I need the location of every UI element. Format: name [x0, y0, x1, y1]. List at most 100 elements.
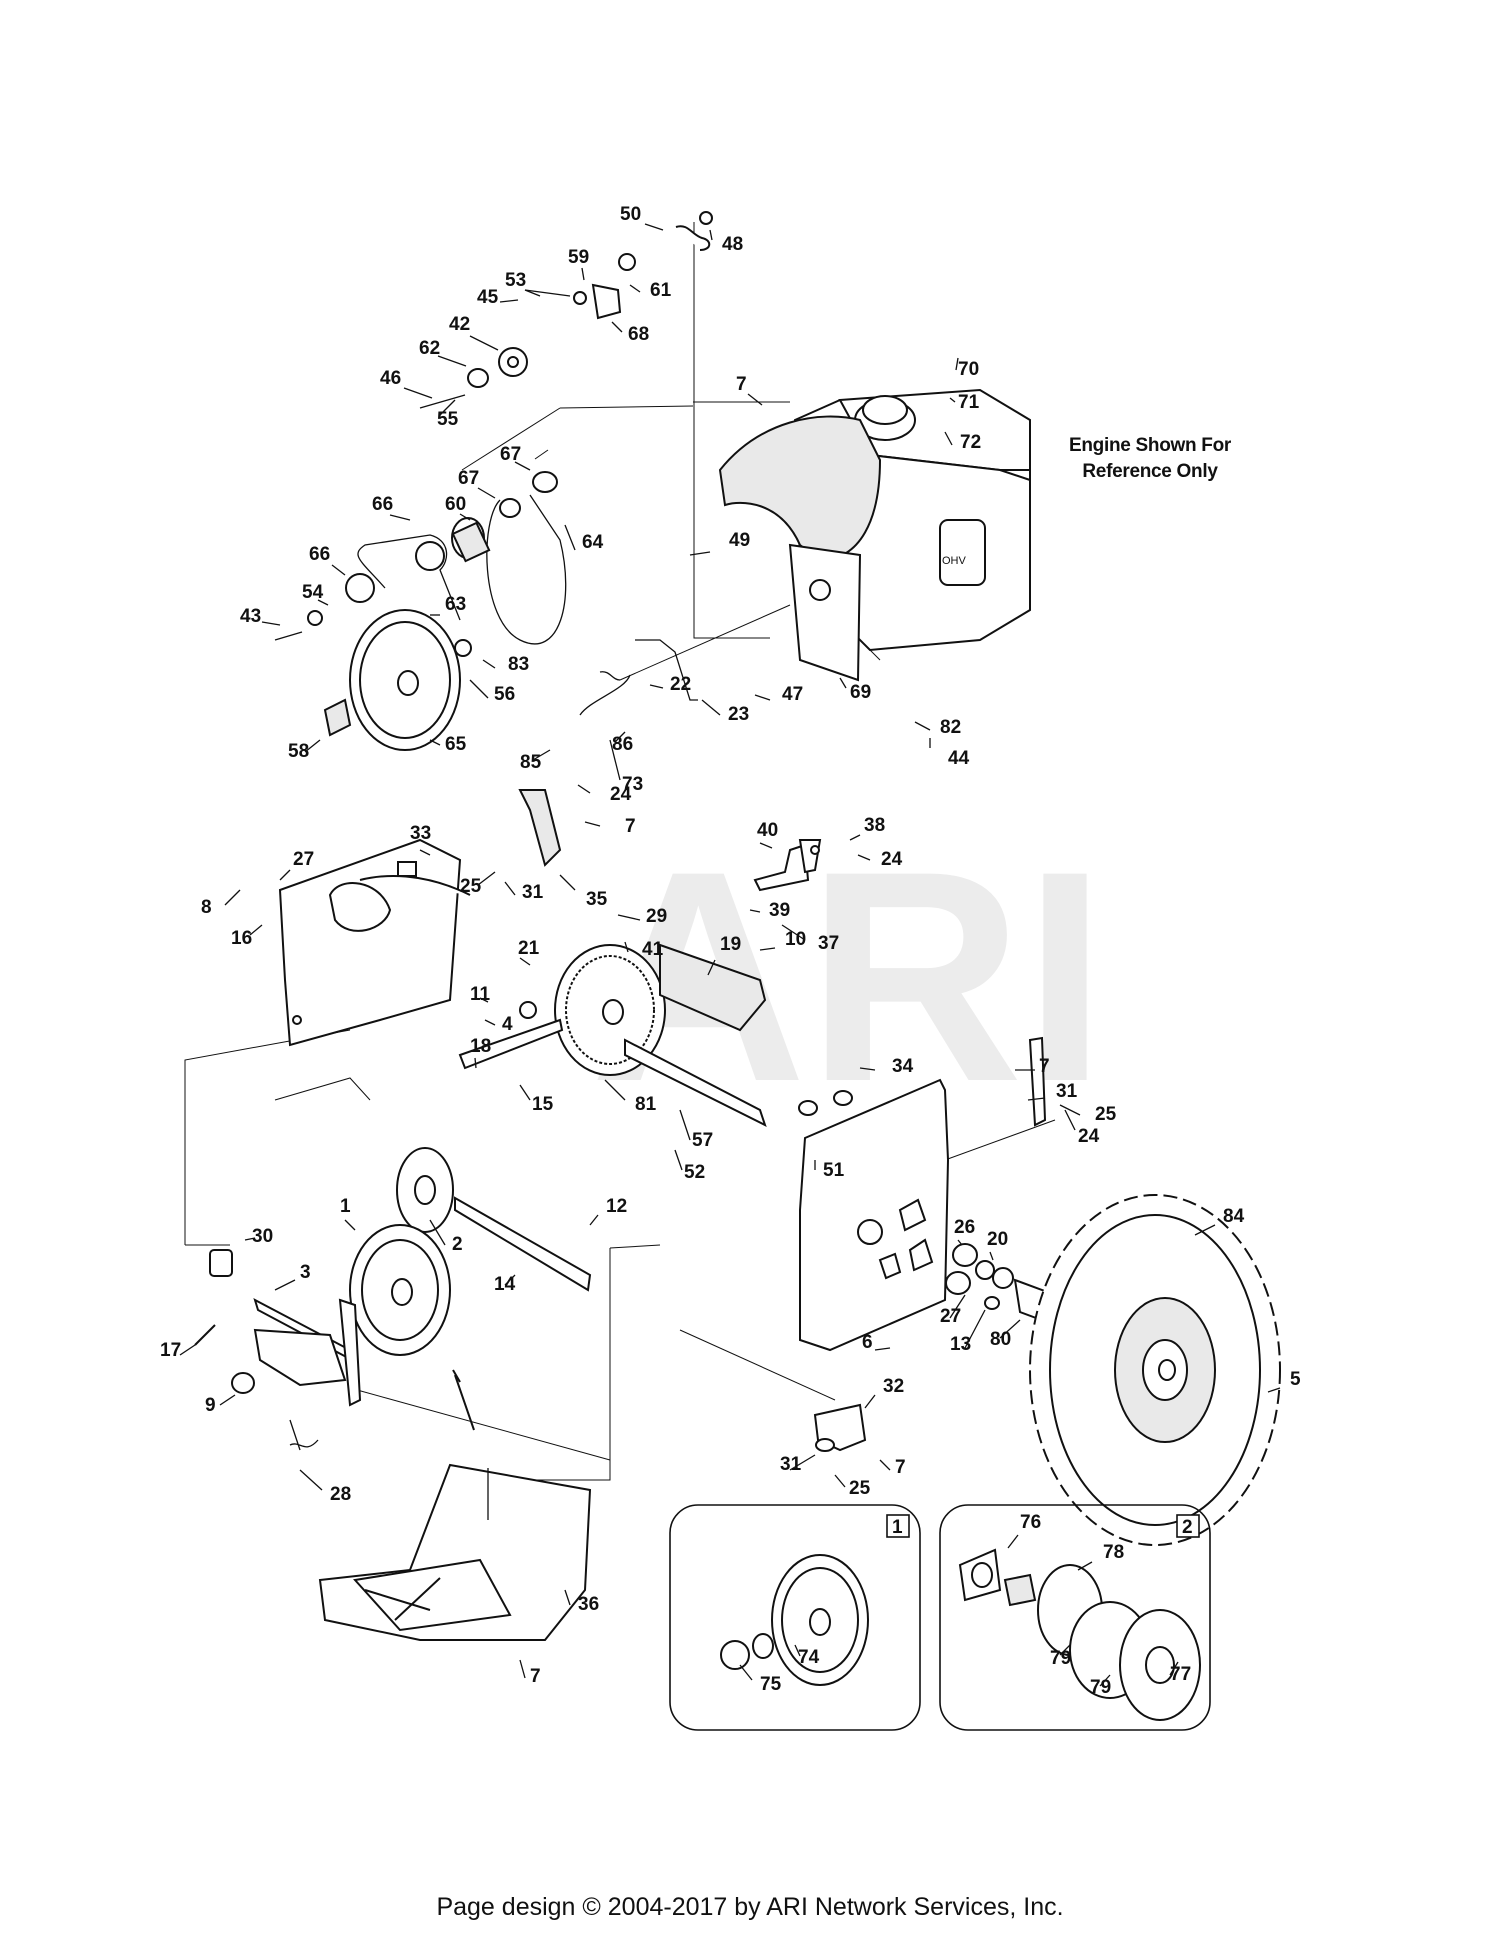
tire-wheel [1029, 1194, 1281, 1546]
callout-label-60: 60 [445, 494, 466, 515]
callout-label-71: 71 [958, 392, 980, 413]
callout-label-33: 33 [410, 823, 431, 844]
callout-leader [469, 335, 499, 351]
callout-leader [484, 1019, 496, 1026]
callout-leader [914, 721, 931, 731]
callout-label-65: 65 [445, 734, 467, 755]
engine-plate [788, 543, 862, 682]
inset-1: 1 [669, 1504, 921, 1731]
callout-leader [469, 679, 489, 699]
linkage [579, 639, 698, 716]
callout-label-76: 76 [1020, 1512, 1041, 1533]
callout-label-13: 13 [950, 1334, 971, 1355]
callout-label-23: 23 [728, 704, 749, 725]
callout-label-19: 19 [720, 934, 741, 955]
callout-leader [614, 731, 626, 743]
callout-leader [874, 1347, 891, 1351]
callout-leader [344, 1219, 356, 1231]
callout-leader [964, 1309, 986, 1349]
callout-leader [299, 1469, 323, 1491]
callout-label-86: 86 [612, 734, 633, 755]
callout-leader [789, 1454, 816, 1471]
callout-label-4: 4 [502, 1014, 513, 1035]
callout-label-82: 82 [940, 717, 961, 738]
callout-leader [274, 1279, 296, 1291]
callout-leader [559, 874, 576, 891]
callout-label-2: 2 [452, 1234, 463, 1255]
callout-leader [617, 914, 641, 921]
callout-label-78: 78 [1103, 1542, 1124, 1563]
callout-label-73: 73 [622, 774, 643, 795]
callout-leader [864, 1394, 876, 1409]
callout-leader [839, 677, 847, 689]
callout-leader [474, 1057, 477, 1069]
callout-label-75: 75 [760, 1674, 782, 1695]
callout-label-29: 29 [646, 906, 667, 927]
callout-label-11: 11 [470, 984, 491, 1005]
callout-label-28: 28 [330, 1484, 351, 1505]
callout-label-10: 10 [785, 929, 806, 950]
gear-shaft [458, 943, 767, 1127]
callout-leader [589, 1214, 599, 1226]
callout-leader [989, 1251, 994, 1261]
belt-cover [718, 415, 882, 562]
callout-label-3: 3 [300, 1262, 311, 1283]
callout-label-7: 7 [530, 1666, 541, 1687]
callout-leader [679, 1109, 691, 1141]
callout-leader [514, 461, 531, 471]
callout-leader [747, 393, 763, 406]
callout-leader [1027, 1097, 1046, 1101]
callout-label-69: 69 [850, 682, 871, 703]
callout-leader [1169, 1661, 1179, 1676]
callout-label-43: 43 [240, 606, 261, 627]
callout-label-53: 53 [505, 270, 526, 291]
callout-label-7: 7 [1039, 1056, 1050, 1077]
callout-label-24: 24 [1078, 1126, 1100, 1147]
callout-leader [1064, 1109, 1076, 1131]
callout-leader [1077, 1561, 1093, 1571]
callout-leader [564, 1589, 571, 1606]
callout-label-62: 62 [419, 338, 440, 359]
callout-leader [519, 1659, 526, 1679]
callout-leader [519, 957, 531, 966]
callout-label-45: 45 [477, 287, 499, 308]
callout-leader [429, 1219, 446, 1246]
callout-label-25: 25 [849, 1478, 871, 1499]
callout-leader [689, 551, 711, 556]
callout-label-7: 7 [625, 816, 636, 837]
callout-label-84: 84 [1223, 1206, 1245, 1227]
callout-leader [524, 289, 541, 297]
callout-label-32: 32 [883, 1376, 904, 1397]
callout-label-37: 37 [818, 933, 839, 954]
callout-label-47: 47 [782, 684, 803, 705]
callout-leader [707, 959, 716, 976]
callout-label-48: 48 [722, 234, 743, 255]
callout-label-44: 44 [948, 748, 970, 769]
callout-leader [709, 229, 713, 241]
callout-leader [857, 854, 871, 861]
engine-note-line1: Engine Shown For [1069, 435, 1231, 456]
callout-leader [479, 997, 489, 1003]
callout-label-63: 63 [445, 594, 466, 615]
callout-label-18: 18 [470, 1036, 491, 1057]
callout-leader [261, 621, 281, 626]
callout-label-20: 20 [987, 1229, 1008, 1250]
callout-leader [224, 889, 241, 906]
callout-leader [955, 357, 959, 371]
callout-label-38: 38 [864, 815, 885, 836]
callout-label-5: 5 [1290, 1369, 1301, 1390]
callout-leader [859, 1067, 876, 1071]
callout-leader [577, 784, 591, 794]
callout-label-31: 31 [1056, 1081, 1078, 1102]
callout-label-51: 51 [823, 1160, 845, 1181]
callout-label-34: 34 [892, 1056, 914, 1077]
callout-label-30: 30 [252, 1226, 273, 1247]
callout-label-17: 17 [160, 1340, 181, 1361]
callout-leader [949, 397, 956, 403]
callout-label-54: 54 [302, 582, 324, 603]
callout-label-77: 77 [1170, 1664, 1191, 1685]
copyright-footer: Page design © 2004-2017 by ARI Network S… [436, 1893, 1064, 1921]
callout-label-58: 58 [288, 741, 309, 762]
